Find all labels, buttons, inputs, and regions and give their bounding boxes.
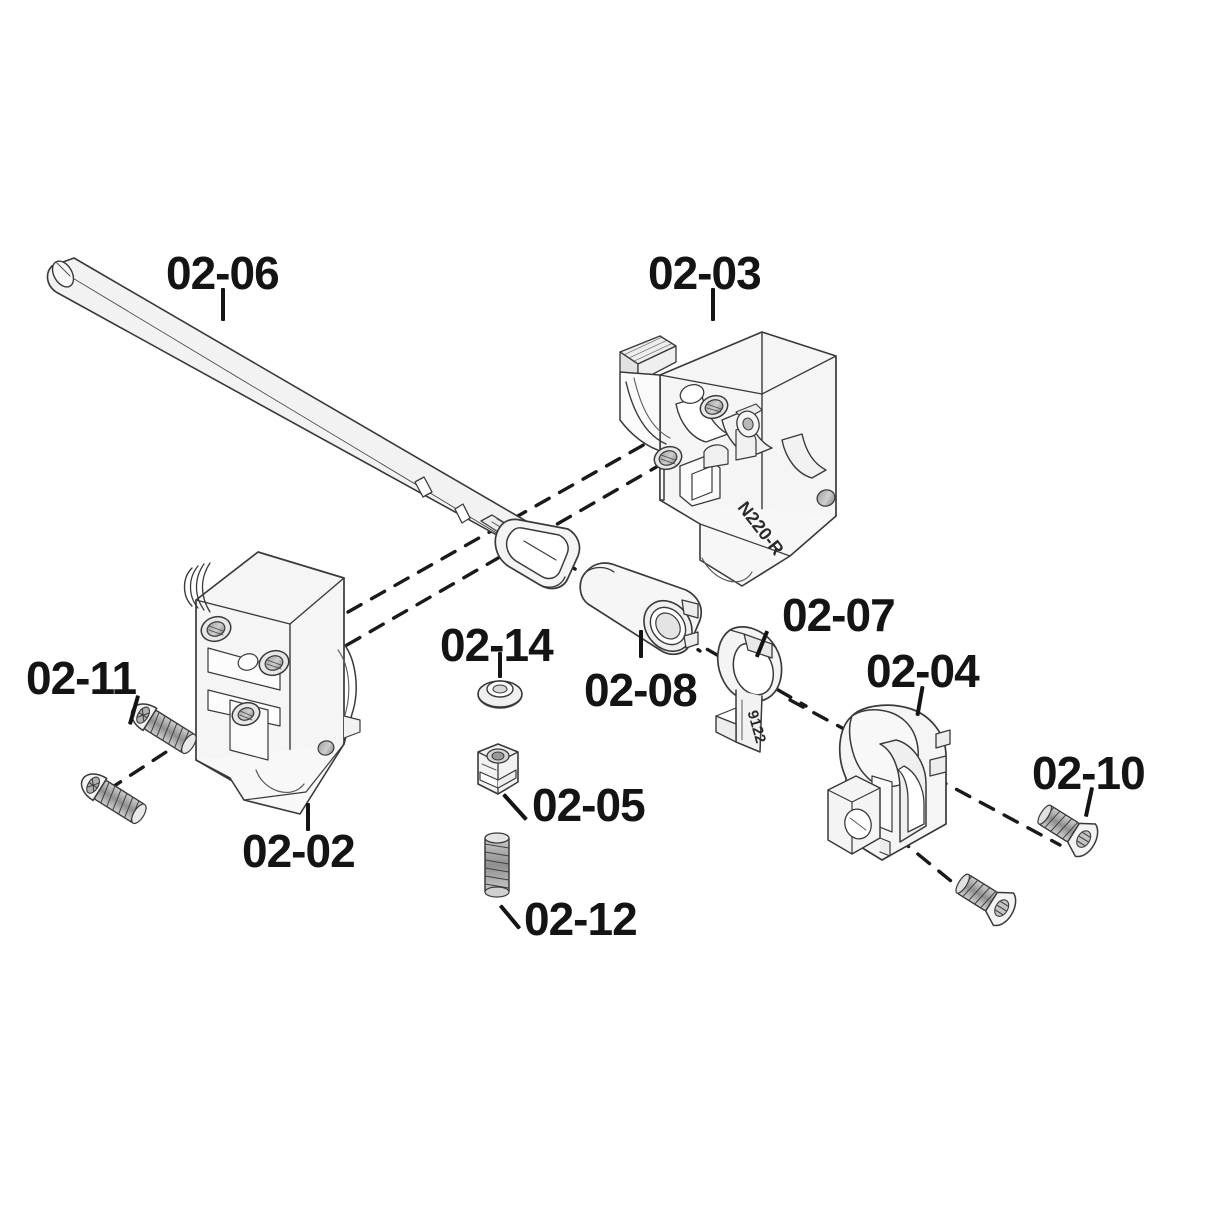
- callout-leader-tick-02-08: [639, 630, 643, 658]
- callout-label-02-07: 02-07: [782, 589, 896, 641]
- callout-leader-tick-02-03: [711, 288, 715, 321]
- part-02-12-set-screw: [484, 832, 510, 898]
- threaded-bore-a: [200, 615, 232, 643]
- callout-label-02-12: 02-12: [524, 893, 638, 945]
- callout-label-02-02: 02-02: [242, 825, 356, 877]
- callout-label-02-05: 02-05: [532, 779, 646, 831]
- part-02-10-flat-head-screw-1: [1037, 804, 1099, 857]
- part-02-11-button-head-screw-2: [80, 773, 147, 825]
- callout-leader-tick-02-06: [221, 288, 225, 321]
- threaded-bore-c: [231, 701, 261, 727]
- callout-leader-tick-02-14: [498, 652, 502, 678]
- part-02-06-barrel-tube: [46, 257, 581, 590]
- callout-leader-tick-02-02: [306, 803, 310, 831]
- part-02-02-left-housing-block: [183, 551, 361, 815]
- part-02-14-washer: [477, 680, 523, 709]
- callout-label-02-14: 02-14: [440, 619, 554, 671]
- callout-label-02-10: 02-10: [1032, 747, 1146, 799]
- part-02-05-slotted-hex-nut: [477, 743, 519, 795]
- part-02-03-right-housing-block: [619, 331, 837, 587]
- part-02-11-button-head-screw-1: [130, 703, 197, 755]
- wire-bundle: [183, 562, 211, 613]
- barrel-chamber-end: [480, 514, 581, 590]
- threaded-bore-lower: [653, 445, 683, 471]
- threaded-bore-b: [258, 649, 290, 677]
- threaded-bore-upper: [699, 394, 729, 420]
- part-02-08-sleeve-bushing: [579, 562, 703, 656]
- part-02-07-clamp-ring: [715, 626, 783, 753]
- callout-label-02-08: 02-08: [584, 664, 698, 716]
- callout-label-02-03: 02-03: [648, 247, 762, 299]
- part-02-04-cylinder-cover: [827, 704, 951, 861]
- part-02-10-flat-head-screw-2: [955, 873, 1017, 926]
- callout-label-02-11: 02-11: [26, 652, 137, 704]
